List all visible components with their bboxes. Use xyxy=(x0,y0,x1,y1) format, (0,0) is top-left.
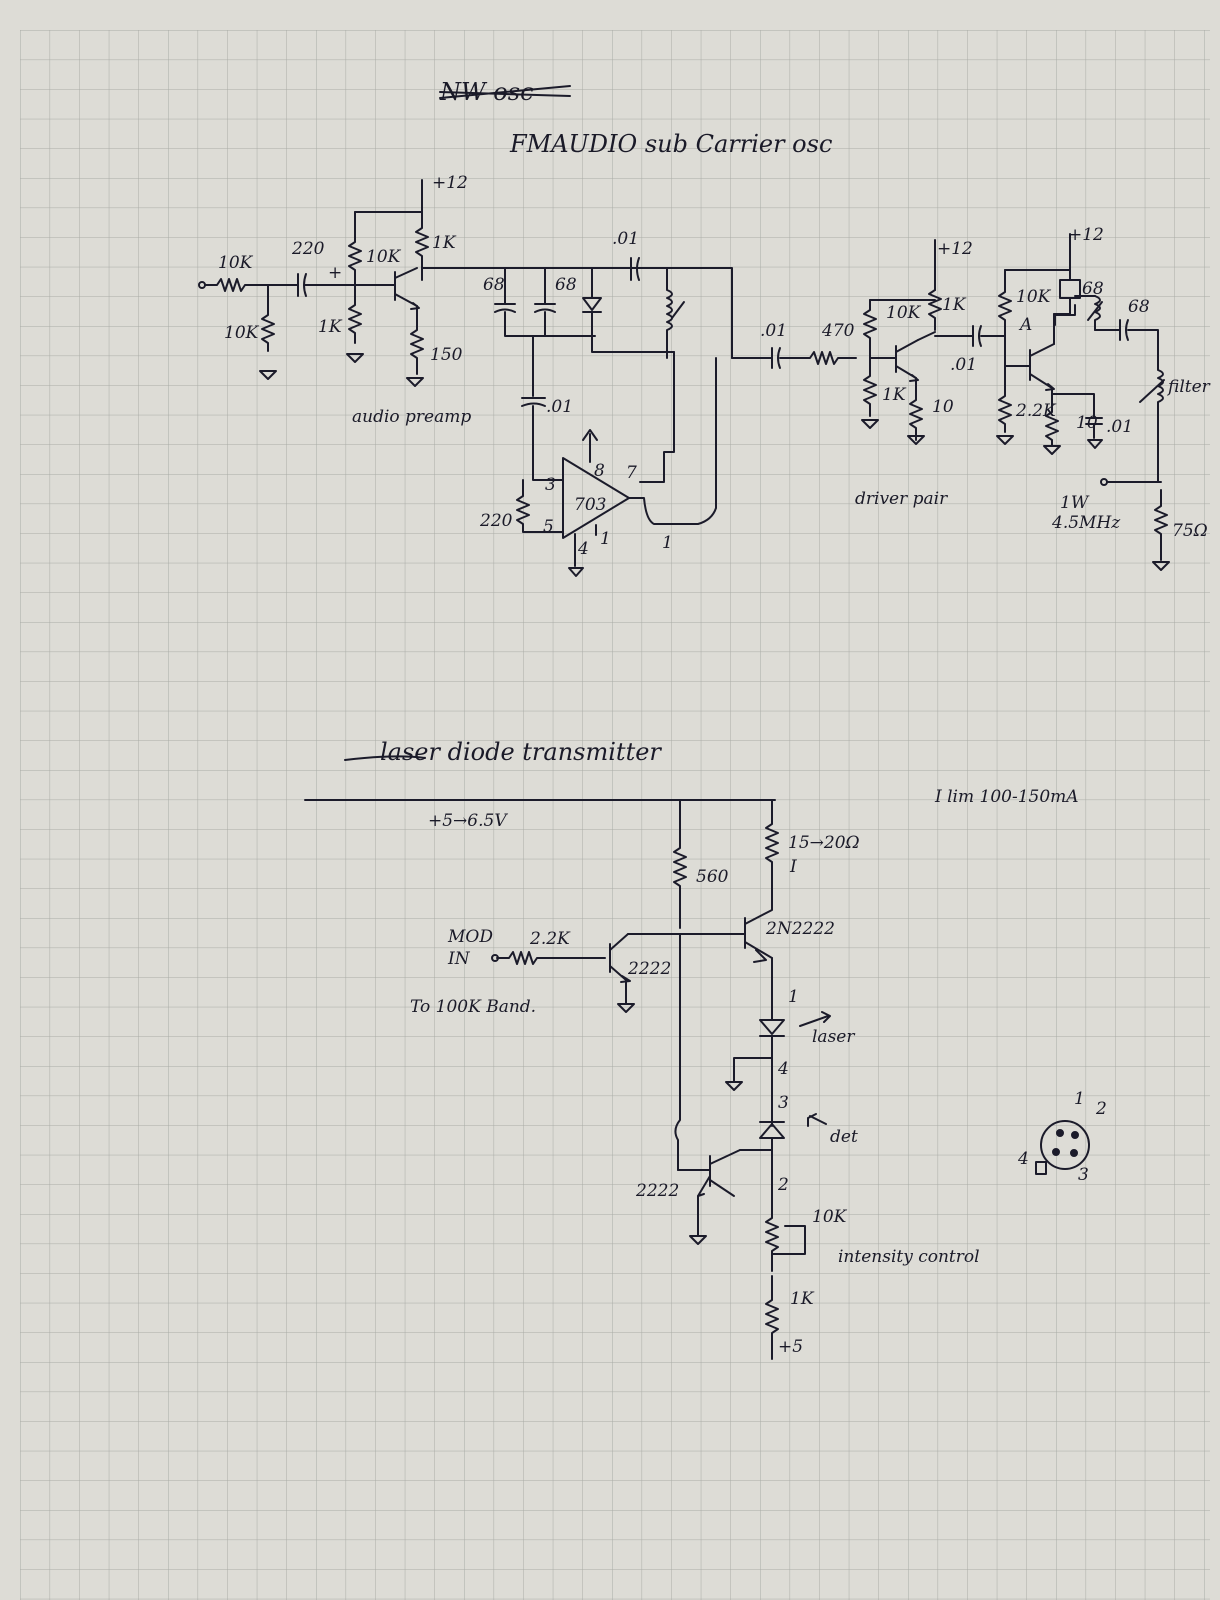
label-r-base: 560 xyxy=(696,867,729,887)
label-mod-1: MOD xyxy=(447,927,493,947)
label-c-out-68a: 68 xyxy=(1082,279,1104,299)
crossed-title: NW osc xyxy=(439,78,534,106)
label-pin-5: 5 xyxy=(543,517,554,537)
label-r-mod: 2.2K xyxy=(529,929,571,949)
intensity-note: intensity control xyxy=(838,1247,980,1267)
label-r-drv-bot: 1K xyxy=(882,385,907,405)
label-r-collector: 1K xyxy=(432,233,457,253)
label-node-a: A xyxy=(1018,315,1032,335)
label-r-op: 220 xyxy=(479,511,513,531)
label-det: det xyxy=(830,1127,858,1147)
pinout-4: 4 xyxy=(1017,1149,1029,1169)
bandwidth-note: To 100K Band. xyxy=(410,997,536,1017)
supply-label-1: +12 xyxy=(432,173,468,193)
label-polarity: + xyxy=(328,263,342,283)
label-c-out-68b: 68 xyxy=(1128,297,1150,317)
label-c-couple: .01 xyxy=(760,321,787,341)
label-pin4: 4 xyxy=(777,1059,789,1079)
label-r-limit: 15→20Ω xyxy=(788,833,860,853)
label-pin-3: 3 xyxy=(545,475,556,495)
label-c-tank2: 68 xyxy=(555,275,577,295)
pinout-3: 3 xyxy=(1078,1165,1089,1185)
fm-oscillator-circuit xyxy=(198,85,1170,577)
label-r-load: 75Ω xyxy=(1172,521,1208,541)
label-q-sense: 2222 xyxy=(635,1181,679,1201)
label-out-1w: 1W xyxy=(1060,493,1090,513)
supply-label-3: +12 xyxy=(1068,225,1104,245)
label-laser: laser xyxy=(812,1027,855,1047)
label-pin2: 2 xyxy=(777,1175,789,1195)
preamp-note: audio preamp xyxy=(352,407,471,427)
label-r-drive-in: 470 xyxy=(821,321,855,341)
label-r-out-e: 2.2K xyxy=(1015,401,1057,421)
label-c-fb: .01 xyxy=(546,397,573,417)
label-r-out-top: 10K xyxy=(1016,287,1052,307)
label-c-tank1: 68 xyxy=(483,275,505,295)
current-note: I lim 100-150mA xyxy=(934,787,1079,807)
graph-grid xyxy=(20,30,1210,1600)
label-r-bottom: 1K xyxy=(790,1289,815,1309)
label-pin-8: 8 xyxy=(594,461,605,481)
laser-transmitter-circuit xyxy=(304,755,1090,1360)
label-r-intensity: 10K xyxy=(812,1207,848,1227)
label-c-in: 220 xyxy=(291,239,325,259)
supply-label-2: +12 xyxy=(937,239,973,259)
label-filter: filter xyxy=(1166,377,1211,397)
label-pin3: 3 xyxy=(778,1093,789,1113)
label-bottom-supply: +5 xyxy=(778,1337,803,1357)
label-opamp: 703 xyxy=(574,495,606,515)
oscillator-title: FMAUDIO sub Carrier osc xyxy=(509,130,832,158)
label-c-out-e: .01 xyxy=(1106,417,1133,437)
label-mod-2: IN xyxy=(447,949,471,969)
label-r-bias-bot: 1K xyxy=(318,317,343,337)
label-r-bias-top: 10K xyxy=(366,247,402,267)
label-r-out-e2: 10 xyxy=(1076,413,1098,433)
label-out-freq: 4.5MHz xyxy=(1051,513,1121,533)
driver-note: driver pair xyxy=(855,489,948,509)
laser-supply: +5→6.5V xyxy=(428,811,508,831)
label-r-in: 10K xyxy=(218,253,254,273)
label-q-pass: 2N2222 xyxy=(765,919,835,939)
pinout-1: 1 xyxy=(1074,1089,1085,1109)
pinout-2: 2 xyxy=(1095,1099,1107,1119)
label-r-drv-top: 10K xyxy=(886,303,922,323)
label-q-mod: 2222 xyxy=(627,959,671,979)
label-r-in-gnd: 10K xyxy=(224,323,260,343)
label-r-emitter: 150 xyxy=(430,345,463,365)
label-r-drv-e: 10 xyxy=(932,397,954,417)
label-pin-7: 7 xyxy=(626,463,637,483)
label-c-out: .01 xyxy=(612,229,639,249)
label-pin-4: 4 xyxy=(577,539,589,559)
label-c-drv-out: .01 xyxy=(950,355,977,375)
laser-title: laser diode transmitter xyxy=(380,738,662,766)
label-pin-1b: 1 xyxy=(662,533,673,553)
label-r-drv-c: 1K xyxy=(942,295,967,315)
label-r-limit-sym: I xyxy=(789,857,797,877)
label-pin-1: 1 xyxy=(600,529,611,549)
label-pin1: 1 xyxy=(788,987,799,1007)
